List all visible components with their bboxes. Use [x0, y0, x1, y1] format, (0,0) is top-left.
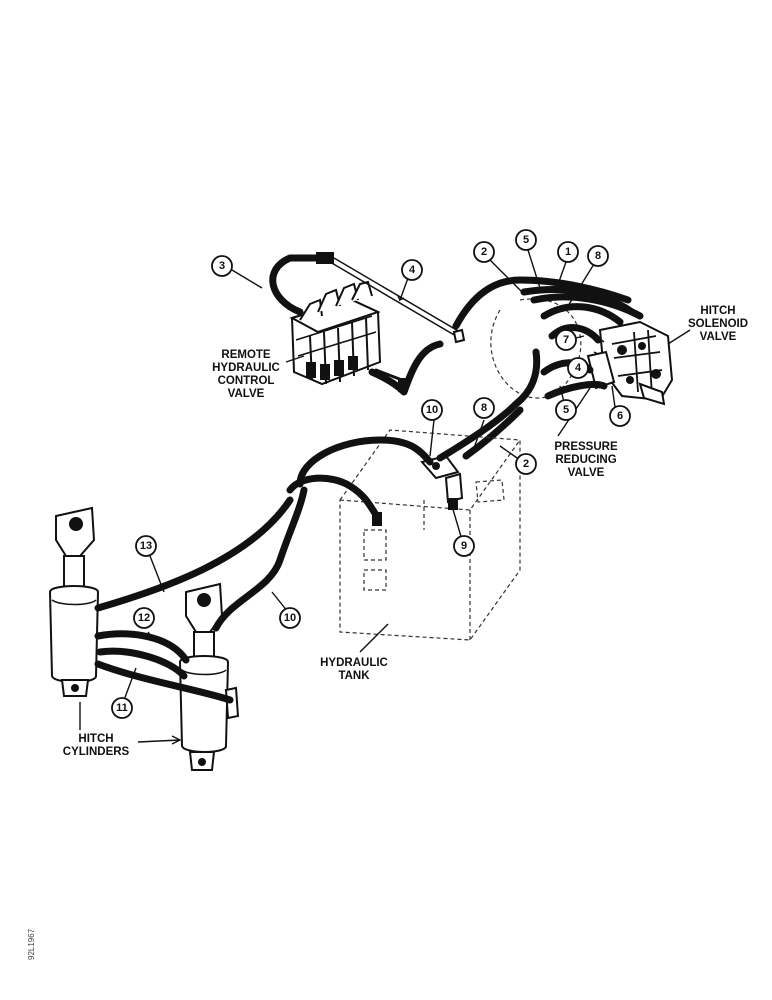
svg-text:HYDRAULIC: HYDRAULIC: [320, 657, 388, 669]
callout-12: 12: [133, 607, 155, 629]
callout-7: 7: [555, 329, 577, 351]
svg-text:10: 10: [426, 404, 438, 416]
svg-text:REMOTE: REMOTE: [221, 349, 271, 361]
figure-code: 92L1967: [27, 928, 36, 960]
svg-text:10: 10: [284, 612, 296, 624]
svg-text:4: 4: [575, 362, 582, 374]
label-pressure-reducing-valve: PRESSURE REDUCING VALVE: [554, 441, 618, 479]
hose-1: [530, 293, 644, 320]
label-hydraulic-tank: HYDRAULIC TANK: [320, 657, 388, 682]
hose-12: [94, 630, 190, 664]
svg-text:8: 8: [481, 402, 487, 414]
callout-5-mid: 5: [555, 399, 577, 421]
callout-3: 3: [211, 255, 233, 277]
hose-cross: [94, 660, 234, 704]
hose-2-upper: [452, 276, 632, 330]
tube-4: [329, 257, 466, 344]
svg-text:HYDRAULIC: HYDRAULIC: [212, 362, 280, 374]
hose-13: [94, 496, 294, 612]
callout-9: 9: [453, 535, 475, 557]
svg-text:VALVE: VALVE: [568, 467, 605, 479]
tank-fitting: [372, 512, 382, 526]
svg-text:VALVE: VALVE: [228, 388, 265, 400]
svg-text:9: 9: [461, 540, 467, 552]
svg-text:5: 5: [523, 234, 529, 246]
quick-coupler: [316, 252, 334, 264]
svg-text:TANK: TANK: [338, 670, 370, 682]
callout-10-bottom: 10: [279, 607, 301, 629]
pressure-reducing-valve: [586, 350, 616, 390]
svg-text:5: 5: [563, 404, 569, 416]
hose-10-upper: [296, 436, 434, 488]
hose-8-upper: [540, 303, 624, 326]
hydraulic-tank: [339, 429, 521, 641]
label-hitch-solenoid-valve: HITCH SOLENOID VALVE: [688, 305, 748, 343]
svg-text:2: 2: [481, 246, 487, 258]
hose-3: [269, 254, 324, 316]
callout-2-mid: 2: [515, 453, 537, 475]
svg-text:3: 3: [219, 260, 225, 272]
callout-1: 1: [557, 241, 579, 263]
svg-text:8: 8: [595, 250, 601, 262]
label-remote-hydraulic-control-valve: REMOTE HYDRAULIC CONTROL VALVE: [212, 349, 280, 400]
quick-coupler-lower: [398, 378, 408, 392]
hose-2-lower: [462, 406, 524, 460]
callout-13: 13: [135, 535, 157, 557]
callout-8-mid: 8: [473, 397, 495, 419]
hose-7: [548, 324, 602, 344]
svg-text:7: 7: [563, 334, 569, 346]
hitch-cylinder-right: [178, 582, 240, 771]
hose-4-mid: [512, 348, 541, 408]
svg-text:11: 11: [116, 702, 128, 714]
svg-text:SOLENOID: SOLENOID: [688, 318, 748, 330]
svg-text:REDUCING: REDUCING: [555, 454, 616, 466]
svg-text:12: 12: [138, 612, 150, 624]
callout-10-top: 10: [421, 399, 443, 421]
svg-text:6: 6: [617, 410, 623, 422]
svg-text:HITCH: HITCH: [78, 733, 113, 745]
svg-text:CYLINDERS: CYLINDERS: [63, 746, 130, 758]
callout-4-top: 4: [401, 259, 423, 281]
hose-tank-return: [286, 474, 382, 522]
hose-10-lower: [212, 486, 308, 632]
remote-hydraulic-control-valve: [289, 280, 382, 386]
hose-11: [96, 647, 188, 680]
callout-5-top: 5: [515, 229, 537, 251]
callout-4-mid: 4: [567, 357, 589, 379]
svg-text:4: 4: [409, 264, 416, 276]
label-hitch-cylinders: HITCH CYLINDERS: [63, 733, 130, 758]
svg-text:CONTROL: CONTROL: [218, 375, 275, 387]
hose-8-lower: [436, 400, 520, 462]
callout-8-top: 8: [587, 245, 609, 267]
svg-text:VALVE: VALVE: [700, 331, 737, 343]
svg-text:PRESSURE: PRESSURE: [554, 441, 618, 453]
svg-text:1: 1: [565, 246, 571, 258]
svg-text:13: 13: [140, 540, 152, 552]
callout-11: 11: [111, 697, 133, 719]
svg-text:HITCH: HITCH: [700, 305, 735, 317]
callout-2-top: 2: [473, 241, 495, 263]
svg-text:2: 2: [523, 458, 529, 470]
coupler-remote: [374, 368, 404, 382]
callout-6: 6: [609, 405, 631, 427]
hitch-cylinder-left: [48, 506, 100, 697]
hose-6-region: [544, 380, 608, 400]
